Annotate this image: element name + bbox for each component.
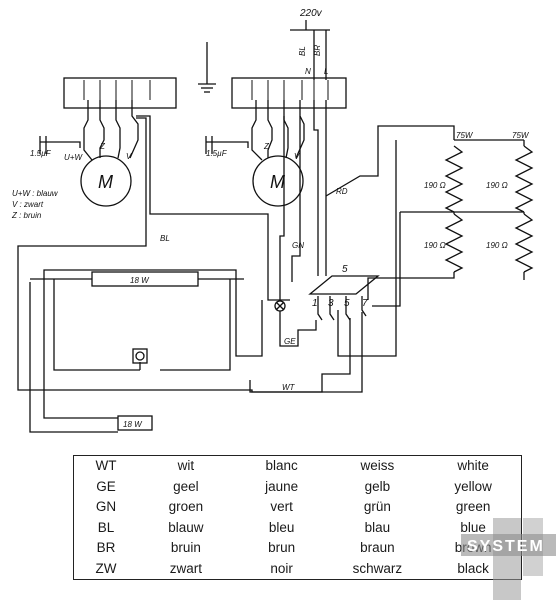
wire-heater-top <box>325 125 455 197</box>
wire-heater-mid <box>372 211 525 307</box>
right-capacitor-label: 1.5µF <box>206 149 228 158</box>
heater-power-left: 75W <box>456 131 474 140</box>
wire-heater-bottom <box>367 272 525 300</box>
rotary-switch <box>308 275 380 321</box>
wire-ge-label: GE <box>284 337 296 346</box>
wire-ge <box>279 311 317 347</box>
wire-motor-left-v <box>136 115 290 301</box>
tube-power-label: 18 W <box>130 276 150 285</box>
wire-gn <box>279 116 301 300</box>
left-terminal-block <box>63 77 177 109</box>
right-terminal-block <box>231 77 347 109</box>
legend-dutch: groen <box>168 499 204 514</box>
left-motor-uw-label: U+W <box>64 153 83 162</box>
live-label: L <box>324 67 328 76</box>
legend-english: blue <box>460 519 486 535</box>
table-row: BR bruin brun braun brown <box>74 538 521 559</box>
legend-french: bleu <box>268 519 295 535</box>
switch-contact-5: 5 <box>344 298 350 309</box>
legend-dutch: blauw <box>168 519 204 535</box>
wire-gn-label: GN <box>292 241 304 250</box>
legend-german: weiss <box>360 458 395 473</box>
right-motor-z-label: Z <box>263 142 270 151</box>
wire-n <box>313 100 319 276</box>
table-row: ZW zwart noir schwarz black <box>74 559 521 580</box>
legend-french: vert <box>270 499 293 514</box>
right-motor <box>205 100 305 207</box>
right-motor-symbol: M <box>270 172 285 192</box>
switch-top-label: 5 <box>342 264 348 275</box>
heater-power-right: 75W <box>512 131 530 140</box>
legend-dutch: geel <box>173 478 199 494</box>
wire-bl-label: BL <box>298 46 307 56</box>
legend-french: blanc <box>265 458 298 473</box>
table-row: WT wit blanc weiss white <box>74 456 521 477</box>
heater-right <box>514 145 534 273</box>
heater-resistance-2: 190 Ω <box>486 181 508 190</box>
wire-heater-return <box>337 140 397 357</box>
wire-heater-bridge <box>454 139 525 146</box>
legend-french: noir <box>270 560 293 576</box>
left-motor-symbol: M <box>98 172 113 192</box>
ballast <box>117 415 153 431</box>
ground-symbol <box>198 42 216 93</box>
heater-resistance-1: 190 Ω <box>424 181 446 190</box>
wire-wt-label: WT <box>282 383 296 392</box>
motor-note-uw: U+W : blauw <box>12 189 59 198</box>
color-legend-table: WT wit blanc weiss white GE geel jaune g… <box>73 455 522 580</box>
wire-bl-loop <box>17 117 363 393</box>
legend-code: GE <box>96 478 116 494</box>
legend-dutch: wit <box>177 458 195 473</box>
legend-german: grün <box>363 499 391 514</box>
legend-code: WT <box>95 458 117 473</box>
legend-code: BL <box>97 519 115 535</box>
legend-german: braun <box>360 540 395 555</box>
motor-note-v: V : zwart <box>12 200 44 209</box>
legend-english: green <box>455 499 491 514</box>
system-watermark-logo: SYSTEM <box>461 518 556 600</box>
fluorescent-tube <box>30 271 244 371</box>
legend-code: BR <box>96 540 116 555</box>
legend-english: yellow <box>454 478 492 494</box>
legend-french: jaune <box>265 478 299 494</box>
legend-code: GN <box>95 499 117 514</box>
supply-voltage-label: 220v <box>299 8 323 19</box>
legend-german: blau <box>364 519 391 535</box>
legend-english: white <box>457 458 489 473</box>
indicator-lamp <box>274 300 286 312</box>
motor-note-z: Z : bruin <box>11 211 42 220</box>
legend-french: brun <box>268 540 296 555</box>
wire-rd-label: RD <box>336 187 348 196</box>
wire-ballast <box>29 282 118 433</box>
legend-dutch: bruin <box>170 540 201 555</box>
right-motor-v-label: V <box>294 152 300 161</box>
switch-contact-1: 1 <box>312 298 318 309</box>
wire-br-label: BR <box>313 45 322 56</box>
table-row: GN groen vert grün green <box>74 497 521 518</box>
left-motor-z-label: Z <box>99 142 106 151</box>
legend-code: ZW <box>95 560 117 576</box>
legend-english: black <box>457 560 489 576</box>
wire-lamp-loop <box>43 269 263 419</box>
legend-german: gelb <box>364 478 391 494</box>
heater-resistance-4: 190 Ω <box>486 241 508 250</box>
left-capacitor-label: 1.5µF <box>30 149 52 158</box>
heater-left <box>444 145 464 273</box>
left-motor <box>39 100 139 207</box>
neutral-label: N <box>305 67 311 76</box>
table-row: GE geel jaune gelb yellow <box>74 477 521 498</box>
table-row: BL blauw bleu blau blue <box>74 518 521 539</box>
switch-contact-7: 7 <box>362 298 368 309</box>
switch-contact-3: 3 <box>328 298 334 309</box>
watermark-text: SYSTEM <box>467 538 545 555</box>
wire-wt <box>249 318 351 393</box>
legend-dutch: zwart <box>169 560 202 576</box>
ballast-power-label: 18 W <box>123 420 143 429</box>
left-motor-v-label: V <box>126 152 132 161</box>
wire-bl-label-main: BL <box>160 234 170 243</box>
heater-resistance-3: 190 Ω <box>424 241 446 250</box>
legend-german: schwarz <box>352 560 403 576</box>
